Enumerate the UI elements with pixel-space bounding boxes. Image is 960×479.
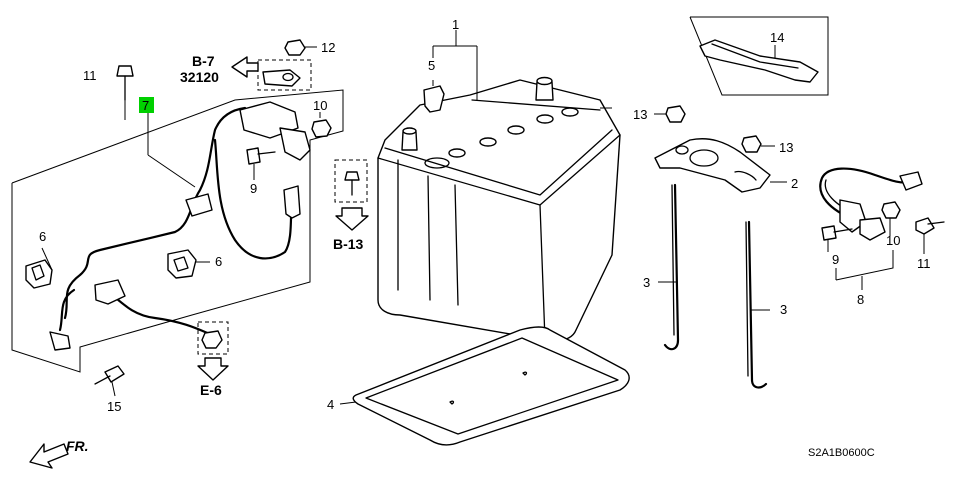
bolt-15 xyxy=(94,365,125,385)
stay-box-14 xyxy=(689,16,829,96)
nut-13-right xyxy=(741,135,775,153)
cable-terminal xyxy=(283,185,301,219)
label-6-left: 6 xyxy=(39,229,46,244)
battery-setting-plate xyxy=(654,138,787,193)
clip-6-mid xyxy=(167,249,197,279)
harness-clip xyxy=(185,193,213,217)
bolt-9-harness xyxy=(246,147,276,165)
ring-terminal xyxy=(49,331,71,351)
label-5: 5 xyxy=(428,58,435,73)
diagram-code: S2A1B0600C xyxy=(808,447,875,459)
battery xyxy=(377,76,621,342)
label-13-right: 13 xyxy=(779,140,793,155)
label-9-right: 9 xyxy=(832,252,839,267)
label-6-mid: 6 xyxy=(215,254,222,269)
label-3-left: 3 xyxy=(643,275,650,290)
label-9-left: 9 xyxy=(250,181,257,196)
label-11-right: 11 xyxy=(917,256,931,271)
nut-12 xyxy=(284,39,317,56)
arrow-to-b7 xyxy=(231,56,259,78)
label-13-left: 13 xyxy=(633,107,647,122)
cable-grommet xyxy=(94,279,126,305)
label-14: 14 xyxy=(770,30,784,45)
b7-ref-box xyxy=(231,56,312,91)
leader-8 xyxy=(835,250,894,290)
label-11-left: 11 xyxy=(83,68,97,83)
ref-b7[interactable]: B-7 xyxy=(192,53,215,69)
label-10-right: 10 xyxy=(886,233,900,248)
ref-e6[interactable]: E-6 xyxy=(200,382,222,398)
leader-lines-right xyxy=(600,107,674,283)
callout-7: 7 xyxy=(139,97,154,113)
battery-tray xyxy=(339,326,630,446)
e6-ref-box xyxy=(197,321,229,381)
hold-down-rod-left xyxy=(658,183,680,351)
label-1: 1 xyxy=(452,17,459,32)
cable-assembly-frame xyxy=(11,89,344,373)
label-4: 4 xyxy=(327,397,334,412)
front-direction-label: FR. xyxy=(66,438,89,454)
label-3-right: 3 xyxy=(780,302,787,317)
hold-down-rod-right xyxy=(745,220,770,389)
arrow-to-b13 xyxy=(335,207,369,231)
label-15: 15 xyxy=(107,399,121,414)
label-8: 8 xyxy=(857,292,864,307)
b13-ref-box xyxy=(334,159,369,231)
fuse-block xyxy=(279,127,311,161)
highlight-7 xyxy=(139,97,154,113)
leader-1 xyxy=(432,30,478,100)
nut-13-left xyxy=(654,105,686,123)
ref-32120[interactable]: 32120 xyxy=(180,69,219,85)
label-7: 7 xyxy=(142,98,149,113)
arrow-to-e6 xyxy=(197,357,229,381)
label-2: 2 xyxy=(791,176,798,191)
vent-cap-5 xyxy=(423,80,445,113)
bolt-9-right xyxy=(821,225,853,252)
front-direction-arrow xyxy=(29,443,69,469)
nut-10-right xyxy=(881,201,901,236)
bolt-11-right xyxy=(915,217,945,254)
negative-cable xyxy=(819,167,923,241)
bolt-11-left xyxy=(116,65,134,120)
clip-6-left xyxy=(25,259,53,289)
label-12: 12 xyxy=(321,40,335,55)
positive-cable-harness xyxy=(49,101,311,351)
nut-10-harness xyxy=(311,119,332,138)
ref-b13[interactable]: B-13 xyxy=(333,236,364,252)
leader-lines-left xyxy=(41,112,321,397)
label-10-left: 10 xyxy=(313,98,327,113)
